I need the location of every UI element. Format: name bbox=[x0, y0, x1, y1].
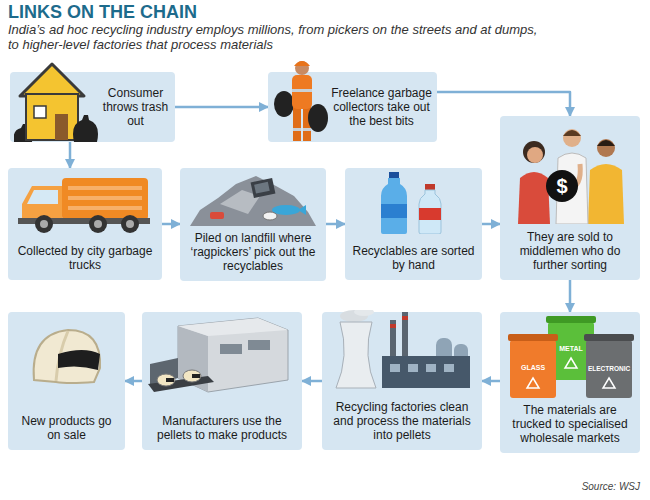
flow-arrow bbox=[437, 92, 570, 116]
process-box: Recyclables are sorted by hand bbox=[345, 168, 482, 280]
worker-icon bbox=[272, 58, 328, 144]
flow-arrow bbox=[162, 223, 180, 226]
machine-icon bbox=[148, 316, 296, 396]
helmet-picture bbox=[34, 330, 100, 383]
people-picture bbox=[518, 129, 624, 224]
box-label: Piled on landfill where ‘ragpickers’ pic… bbox=[186, 231, 320, 273]
box-label: They are sold to middlemen who do furthe… bbox=[506, 230, 634, 272]
flow-arrow bbox=[326, 223, 345, 226]
box-label: Collected by city garbage trucks bbox=[14, 244, 156, 272]
landfill-picture bbox=[190, 176, 316, 226]
flow-arrow bbox=[175, 106, 268, 109]
people-icon bbox=[510, 124, 630, 224]
flow-arrow bbox=[482, 380, 500, 383]
box-label: Recyclables are sorted by hand bbox=[351, 244, 476, 272]
bins-icon bbox=[506, 314, 634, 398]
bottles-icon bbox=[375, 172, 452, 234]
box-label: Consumer throws trash out bbox=[102, 86, 169, 128]
process-box: Piled on landfill where ‘ragpickers’ pic… bbox=[180, 168, 326, 281]
source-note: Source: WSJ bbox=[582, 482, 640, 492]
bins-picture bbox=[508, 316, 634, 398]
process-box: Consumer throws trash out bbox=[10, 72, 175, 142]
box-label: Manufacturers use the pellets to make pr… bbox=[150, 414, 294, 442]
factory-icon bbox=[332, 310, 472, 390]
box-label: The materials are trucked to specialised… bbox=[506, 403, 634, 445]
flow-arrow bbox=[302, 380, 322, 383]
house-picture bbox=[14, 64, 98, 142]
chart-caption: India’s ad hoc recycling industry employ… bbox=[8, 23, 548, 53]
factory-picture bbox=[336, 308, 470, 388]
helmet-icon bbox=[28, 324, 104, 390]
process-box: Freelance garbage collectors take out th… bbox=[268, 72, 437, 142]
machine-picture bbox=[148, 318, 288, 392]
truck-icon bbox=[18, 174, 152, 236]
landfill-icon bbox=[190, 174, 316, 226]
process-box: Manufacturers use the pellets to make pr… bbox=[142, 312, 302, 450]
box-label: Recycling factories clean and process th… bbox=[330, 400, 474, 442]
truck-picture bbox=[18, 178, 150, 233]
box-label: Freelance garbage collectors take out th… bbox=[330, 86, 433, 128]
process-box: Recycling factories clean and process th… bbox=[322, 312, 482, 450]
process-box: Collected by city garbage trucks bbox=[8, 168, 162, 280]
flow-arrow bbox=[69, 142, 72, 168]
process-box: New products go on sale bbox=[8, 312, 125, 450]
flow-arrow bbox=[482, 223, 500, 226]
box-label: New products go on sale bbox=[14, 414, 119, 442]
bottles-picture bbox=[381, 172, 441, 234]
flow-arrow bbox=[569, 280, 572, 312]
process-box: The materials are trucked to specialised… bbox=[500, 312, 640, 453]
chart-title: LINKS ON THE CHAIN bbox=[8, 2, 197, 23]
worker-picture bbox=[274, 61, 328, 141]
house-icon bbox=[14, 56, 99, 146]
process-box: They are sold to middlemen who do furthe… bbox=[500, 116, 640, 280]
flow-arrow bbox=[125, 380, 142, 383]
